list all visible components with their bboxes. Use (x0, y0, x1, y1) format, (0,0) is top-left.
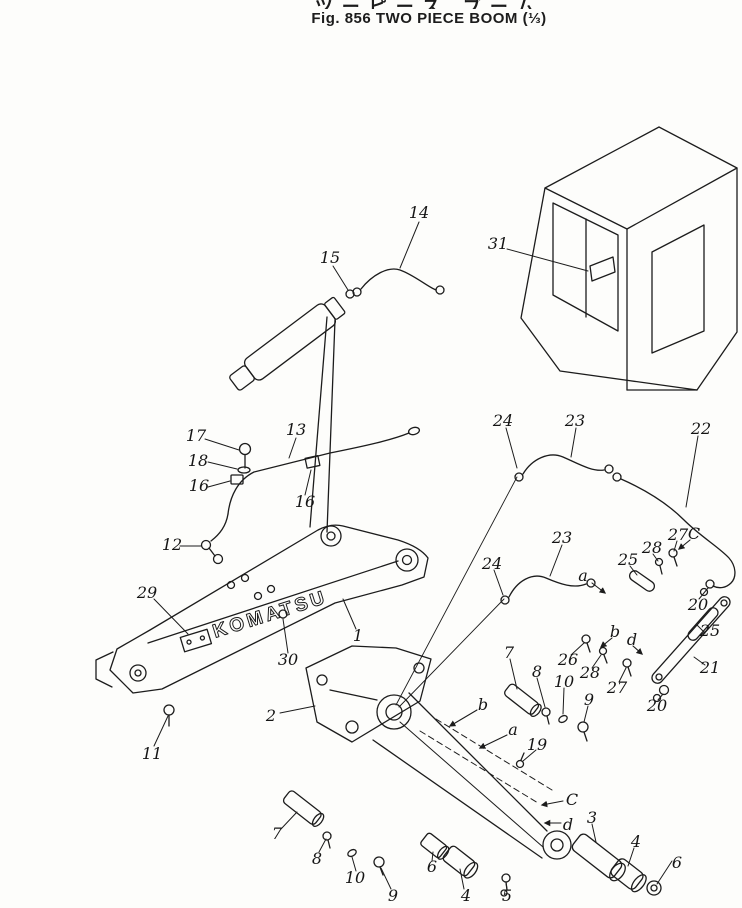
fitting-24-lower (500, 595, 510, 605)
pin-7-lower-drawing (282, 790, 511, 897)
hydraulic-cylinder-drawing (229, 289, 355, 533)
plate-29 (179, 628, 213, 653)
bolt-26 (581, 634, 591, 644)
cab-drawing (520, 126, 738, 391)
bolt-11 (163, 704, 175, 716)
elbow-20-lower (658, 684, 670, 696)
japanese-title-text: ツーピース ブーム (315, 0, 544, 9)
link-25-lower (687, 607, 719, 641)
japanese-title: ツーピース ブーム (0, 0, 742, 9)
page-header: ツーピース ブーム Fig. 856 TWO PIECE BOOM (⅓) (0, 0, 742, 27)
hose-23-lower-drawing (500, 575, 596, 605)
washer-18 (237, 466, 251, 474)
bolt-8-lower (322, 831, 332, 841)
bushing-4-left (442, 845, 479, 879)
reference-arrows (448, 539, 691, 827)
boom-1-drawing: KOMATSU (95, 524, 429, 727)
hose-14-drawing (352, 268, 445, 297)
tube-13-drawing (200, 426, 421, 565)
bolt-17 (238, 442, 252, 456)
hose-22-drawing (612, 472, 736, 597)
bolt-30 (278, 609, 288, 619)
fitting-24-upper (514, 472, 524, 482)
arm-drawing (372, 476, 572, 860)
bolt-9-lower (373, 856, 385, 868)
bolt-8-upper (541, 707, 551, 717)
bolt-28-lower (598, 646, 608, 656)
link-25-upper-drawing (628, 548, 678, 592)
bolt-5 (501, 873, 511, 883)
link-21-drawing (581, 596, 731, 703)
pin-7-upper-drawing (504, 683, 589, 742)
cab-window-part-31 (589, 256, 616, 282)
elbow-20-upper (705, 579, 715, 589)
clamp-16 (304, 455, 321, 469)
figure-title: Fig. 856 TWO PIECE BOOM (⅓) (311, 10, 547, 27)
plug-6-right (646, 880, 662, 896)
leader-lines (153, 221, 709, 890)
bolt-27-upper (668, 548, 678, 558)
fitting-12 (200, 539, 212, 551)
nut-16 (230, 474, 244, 485)
bushing-4-right (610, 858, 647, 893)
pin-3-drawing (571, 833, 662, 896)
grease-fitting-19 (515, 759, 525, 769)
bushing-6-left (420, 832, 450, 860)
hose-23-upper-drawing (514, 454, 614, 482)
bolt-9-upper (577, 721, 589, 733)
washer-10-lower (347, 848, 357, 858)
bolt-28-upper (654, 557, 664, 567)
washer-10-upper (558, 714, 568, 724)
bolt-27-lower (622, 658, 632, 668)
